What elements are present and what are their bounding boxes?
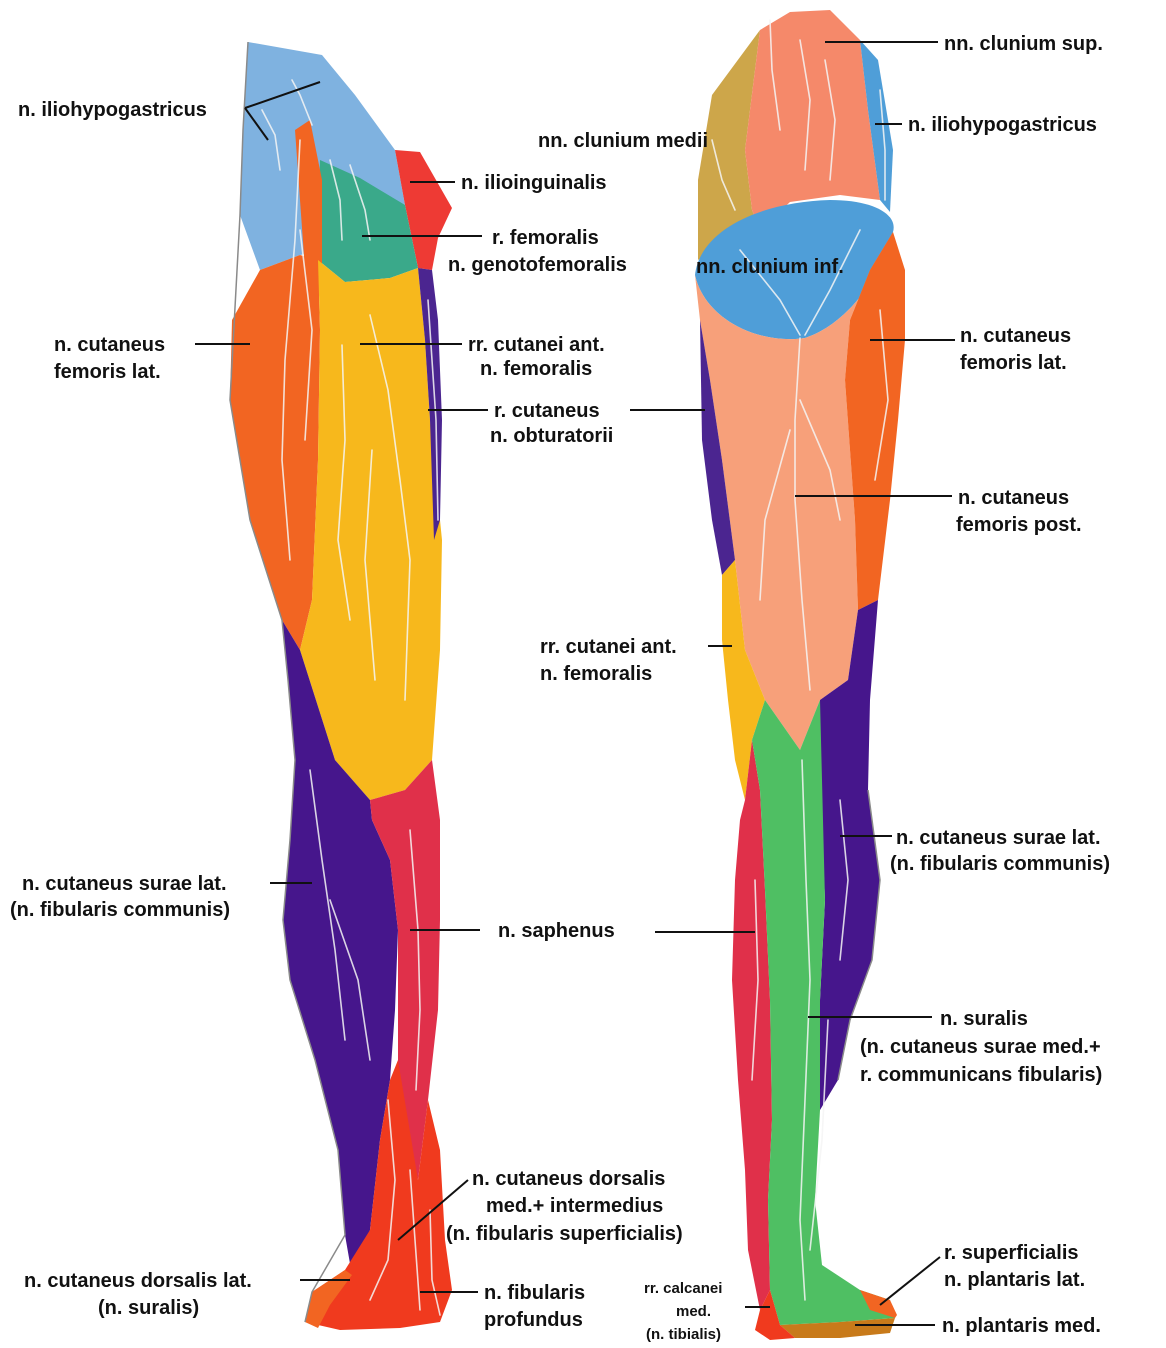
label-post-calcanei-2: med. [676,1303,711,1320]
label-post-surae-lat-2: (n. fibularis communis) [890,853,1110,875]
posterior-leg [695,10,905,1340]
label-post-clunium-sup: nn. clunium sup. [944,33,1103,55]
label-post-plantaris-med: n. plantaris med. [942,1315,1101,1337]
label-ant-surae-lat-2: (n. fibularis communis) [10,899,230,921]
label-post-cut-fem-lat-1: n. cutaneus [960,325,1071,347]
label-ant-obturatorii-2: n. obturatorii [490,425,613,447]
label-ant-cut-fem-lat-1: n. cutaneus [54,334,165,356]
label-ant-dorsalis-med-3: (n. fibularis superficialis) [446,1223,683,1245]
label-post-calcanei-1: rr. calcanei [644,1280,722,1297]
label-post-plantaris-lat-2: n. plantaris lat. [944,1269,1085,1291]
label-post-iliohypogastricus: n. iliohypogastricus [908,114,1097,136]
label-post-rr-cutanei-2: n. femoralis [540,663,652,685]
label-ant-femoralis-genito-2: n. genotofemoralis [448,254,627,276]
label-ant-dorsalis-med-1: n. cutaneus dorsalis [472,1168,665,1190]
label-post-rr-cutanei-1: rr. cutanei ant. [540,636,677,658]
label-post-clunium-inf: nn. clunium inf. [696,256,844,278]
label-ant-fib-prof-1: n. fibularis [484,1282,585,1304]
label-post-clunium-medii: nn. clunium medii [538,130,708,152]
label-ant-ilioinguinalis: n. ilioinguinalis [461,172,607,194]
region-ant-cut-femoris-lat [230,255,320,650]
label-ant-dorsalis-lat-1: n. cutaneus dorsalis lat. [24,1270,252,1292]
label-ant-dorsalis-lat-2: (n. suralis) [98,1297,199,1319]
label-post-fem-post-2: femoris post. [956,514,1082,536]
label-post-suralis-3: r. communicans fibularis) [860,1064,1102,1086]
label-ant-rr-cutanei-1: rr. cutanei ant. [468,334,605,356]
label-ant-dorsalis-med-2: med.+ intermedius [486,1195,663,1217]
label-ant-obturatorii-1: r. cutaneus [494,400,600,422]
label-post-surae-lat-1: n. cutaneus surae lat. [896,827,1101,849]
label-post-plantaris-lat-1: r. superficialis [944,1242,1079,1264]
label-post-fem-post-1: n. cutaneus [958,487,1069,509]
label-ant-fib-prof-2: profundus [484,1309,583,1331]
label-ant-rr-cutanei-2: n. femoralis [480,358,592,380]
label-post-calcanei-3: (n. tibialis) [646,1326,721,1343]
label-ant-femoralis-genito-1: r. femoralis [492,227,599,249]
labels: n. iliohypogastricus n. ilioinguinalis r… [10,33,1110,1343]
label-ant-surae-lat-1: n. cutaneus surae lat. [22,873,227,895]
label-post-cut-fem-lat-2: femoris lat. [960,352,1067,374]
label-ant-cut-fem-lat-2: femoris lat. [54,361,161,383]
label-saphenus: n. saphenus [498,920,615,942]
label-post-suralis-2: (n. cutaneus surae med.+ [860,1036,1101,1058]
label-post-suralis-1: n. suralis [940,1008,1028,1030]
label-ant-iliohypogastricus: n. iliohypogastricus [18,99,207,121]
